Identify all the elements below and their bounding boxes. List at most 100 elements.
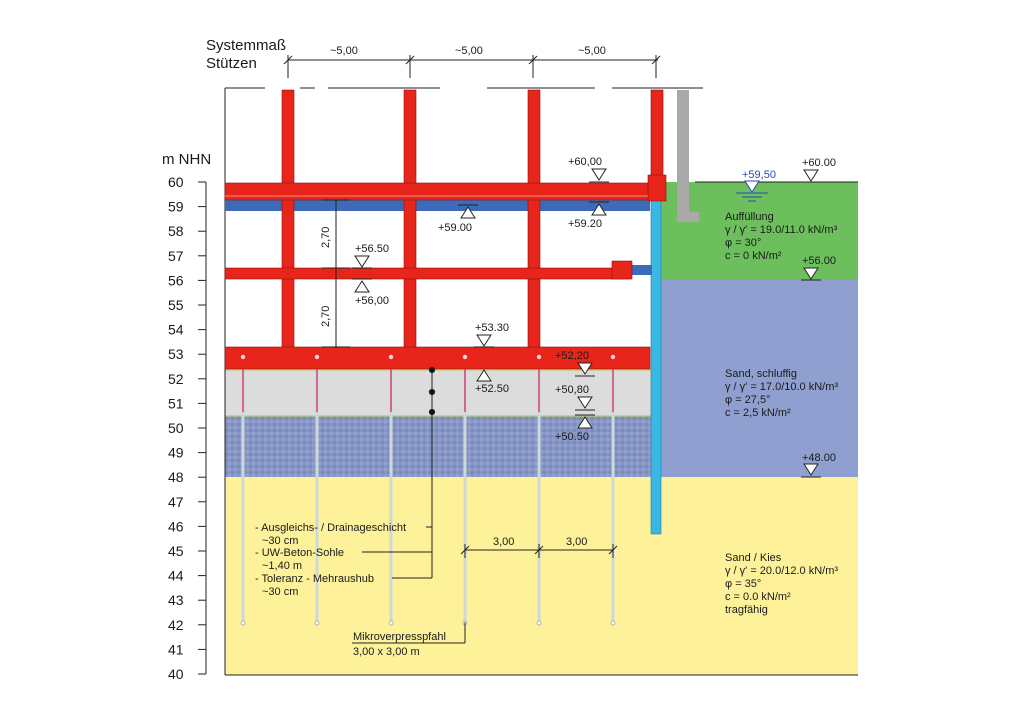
layer2-gamma: γ / γ' = 17.0/10.0 kN/m³ <box>725 381 838 393</box>
pile-spacing-1: 3,00 <box>493 536 514 548</box>
legend-item-2: - UW-Beton-Sohle <box>255 547 344 559</box>
marker-top-slab-bottom-right <box>591 203 607 216</box>
water-level-label: +59,50 <box>742 169 776 181</box>
axis-tick-label: 60 <box>168 174 184 190</box>
legend-item-3-sub: ~30 cm <box>262 586 298 598</box>
fill-layer <box>658 182 858 280</box>
label-uw-bottom: +50.50 <box>555 431 589 443</box>
layer1-gamma: γ / γ' = 19.0/11.0 kN/m³ <box>725 224 838 236</box>
axis-tick-label: 51 <box>168 395 184 411</box>
marker-base-slab-top <box>577 362 593 375</box>
micropile-heads <box>242 362 614 412</box>
axis-tick-label: 41 <box>168 641 184 657</box>
span-label-2: ~5,00 <box>455 45 483 57</box>
storey-dim-1: 2,70 <box>320 227 332 248</box>
layer1-name: Auffüllung <box>725 211 774 223</box>
axis-tick-label: 46 <box>168 518 184 534</box>
axis-tick-label: 44 <box>168 568 184 584</box>
axis-tick-label: 54 <box>168 322 184 338</box>
system-label-line2: Stützen <box>206 55 257 72</box>
marker-mid-slab-bottom <box>354 280 370 293</box>
water-level-marker <box>736 180 768 202</box>
label-base-slab-bottom: +52.50 <box>475 383 509 395</box>
column-2 <box>403 89 417 349</box>
legend-item-2-sub: ~1,40 m <box>262 560 302 572</box>
axis-tick-label: 48 <box>168 469 184 485</box>
existing-wall-grey <box>677 90 689 220</box>
columns <box>281 89 664 349</box>
layer1-bottom: +56.00 <box>802 255 836 267</box>
label-top-slab-bottom: +59.00 <box>438 222 472 234</box>
micropile-tips <box>240 620 616 626</box>
label-base-slab-top: +52,20 <box>555 350 589 362</box>
storey-dimension-line <box>322 199 350 348</box>
layer3-note: tragfähig <box>725 604 768 616</box>
storey-dim-2: 2,70 <box>320 306 332 327</box>
label-top-slab-bottom-right: +59.20 <box>568 218 602 230</box>
axis-tick-label: 49 <box>168 445 184 461</box>
legend-item-1-sub: ~30 cm <box>262 535 298 547</box>
marker-uw-bottom <box>577 416 593 429</box>
axis-tick-label: 43 <box>168 592 184 608</box>
pile-head-markers <box>240 354 616 360</box>
pile-spacing-dimension <box>460 544 618 558</box>
axis-tick-label: 47 <box>168 494 184 510</box>
uw-concrete-layer <box>225 370 653 416</box>
axis-tick-label: 50 <box>168 420 184 436</box>
column-1 <box>281 89 295 349</box>
column-3 <box>527 89 541 349</box>
top-slab-underlay <box>225 200 650 211</box>
layer3-gamma: γ / γ' = 20.0/12.0 kN/m³ <box>725 565 838 577</box>
pile-spacing-2: 3,00 <box>566 536 587 548</box>
marker-top-slab-bottom <box>460 206 476 219</box>
marker-base-slab-bottom <box>476 369 492 382</box>
pile-label-sub: 3,00 x 3,00 m <box>353 646 420 658</box>
axis-tick-label: 56 <box>168 272 184 288</box>
layer3-c: c = 0.0 kN/m² <box>725 591 791 603</box>
span-label-1: ~5,00 <box>330 45 358 57</box>
axis-tick-label: 52 <box>168 371 184 387</box>
mid-slab <box>224 267 631 280</box>
axis-tick-label: 55 <box>168 297 184 313</box>
layer2-phi: φ = 27,5° <box>725 394 770 406</box>
axis-tick-label: 42 <box>168 617 184 633</box>
level-markers <box>352 168 821 478</box>
sheet-pile-wall <box>650 199 662 535</box>
pile-label-leader <box>352 622 466 644</box>
marker-fill-bottom <box>803 267 819 280</box>
marker-ground <box>803 169 819 182</box>
top-slab <box>224 182 651 201</box>
label-top-slab-top: +60,00 <box>568 156 602 168</box>
elevation-axis: 6059585756555453525150494847464544434241… <box>168 174 207 682</box>
axis-tick-label: 40 <box>168 666 184 682</box>
layer2-c: c = 2,5 kN/m² <box>725 407 791 419</box>
top-slab-end <box>647 174 667 202</box>
base-slab <box>224 346 651 370</box>
marker-silt-bottom <box>803 463 819 476</box>
marker-uw-top <box>577 396 593 409</box>
layer1-c: c = 0 kN/m² <box>725 250 782 262</box>
existing-wall-base <box>677 212 699 222</box>
layer3-name: Sand / Kies <box>725 552 782 564</box>
span-label-3: ~5,00 <box>578 45 606 57</box>
silty-sand-layer-right <box>658 280 858 477</box>
layer1-phi: φ = 30° <box>725 237 761 249</box>
axis-tick-label: 45 <box>168 543 184 559</box>
mid-slab-end <box>611 260 633 280</box>
marker-top-slab-top <box>591 168 607 181</box>
axis-unit-label: m NHN <box>162 151 211 168</box>
label-base-top: +53.30 <box>475 322 509 334</box>
layer2-name: Sand, schluffig <box>725 368 797 380</box>
axis-tick-label: 59 <box>168 199 184 215</box>
marker-mid-slab-top <box>354 255 370 268</box>
legend-item-3: - Toleranz - Mehraushub <box>255 573 374 585</box>
legend-item-1: - Ausgleichs- / Drainageschicht <box>255 522 406 534</box>
marker-base-top <box>476 334 492 347</box>
axis-tick-label: 53 <box>168 346 184 362</box>
pile-label: Mikroverpresspfahl <box>353 631 446 643</box>
system-dimension-line <box>283 55 661 78</box>
axis-tick-label: 58 <box>168 223 184 239</box>
column-4 <box>650 89 664 183</box>
